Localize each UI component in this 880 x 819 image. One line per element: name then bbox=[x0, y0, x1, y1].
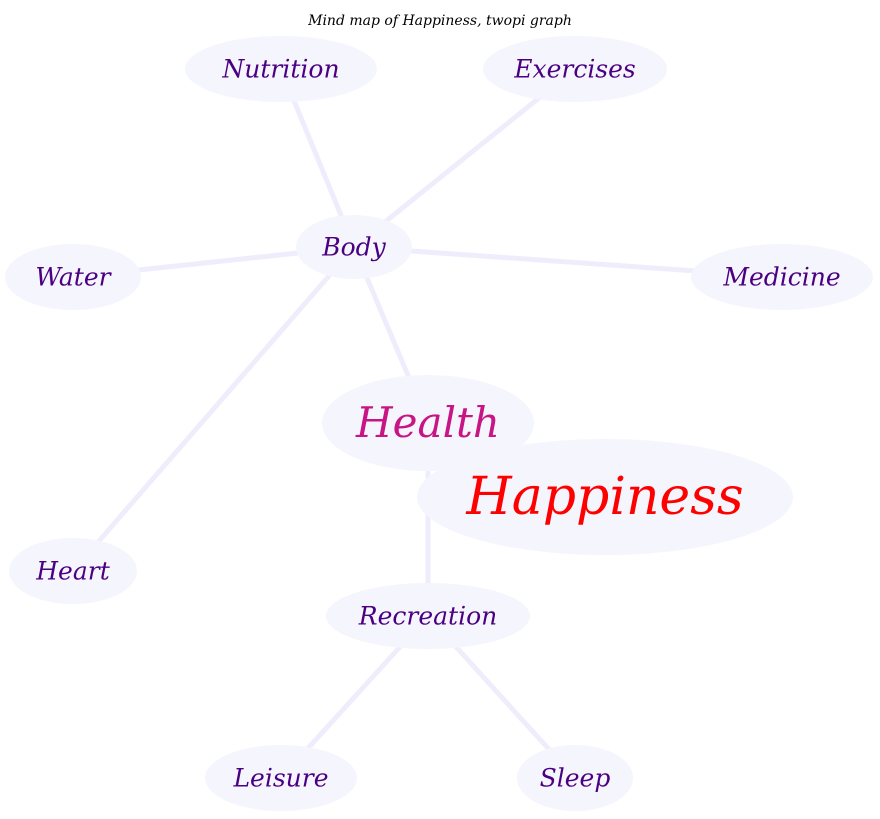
node-ellipse bbox=[9, 538, 137, 604]
node-label: Leisure bbox=[232, 763, 328, 792]
node-label: Nutrition bbox=[221, 54, 339, 83]
node-ellipse bbox=[5, 244, 141, 310]
node-ellipse bbox=[296, 215, 412, 279]
node-ellipse bbox=[326, 583, 530, 649]
edge-body-heart bbox=[71, 245, 356, 573]
node-label: Happiness bbox=[465, 467, 743, 527]
node-nutrition: Nutrition bbox=[185, 36, 377, 102]
node-recreation: Recreation bbox=[326, 583, 530, 649]
node-heart: Heart bbox=[9, 538, 137, 604]
node-ellipse bbox=[205, 745, 357, 811]
node-label: Water bbox=[35, 262, 112, 291]
node-label: Heart bbox=[35, 556, 110, 585]
node-water: Water bbox=[5, 244, 141, 310]
node-body: Body bbox=[296, 215, 412, 279]
node-happiness: Happiness bbox=[417, 439, 793, 555]
node-label: Recreation bbox=[358, 601, 497, 630]
node-sleep: Sleep bbox=[517, 745, 633, 811]
node-label: Sleep bbox=[540, 763, 611, 792]
node-exercises: Exercises bbox=[483, 36, 667, 102]
diagram-title: Mind map of Happiness, twopi graph bbox=[307, 13, 572, 29]
node-ellipse bbox=[517, 745, 633, 811]
node-health: Health bbox=[322, 375, 534, 471]
node-leisure: Leisure bbox=[205, 745, 357, 811]
node-medicine: Medicine bbox=[691, 244, 873, 310]
node-label: Exercises bbox=[513, 54, 636, 83]
node-label: Health bbox=[355, 398, 500, 447]
node-label: Body bbox=[321, 232, 386, 261]
node-label: Medicine bbox=[722, 262, 840, 291]
node-ellipse bbox=[691, 244, 873, 310]
node-ellipse bbox=[185, 36, 377, 102]
node-ellipse bbox=[483, 36, 667, 102]
node-ellipse bbox=[322, 375, 534, 471]
node-ellipse bbox=[417, 439, 793, 555]
